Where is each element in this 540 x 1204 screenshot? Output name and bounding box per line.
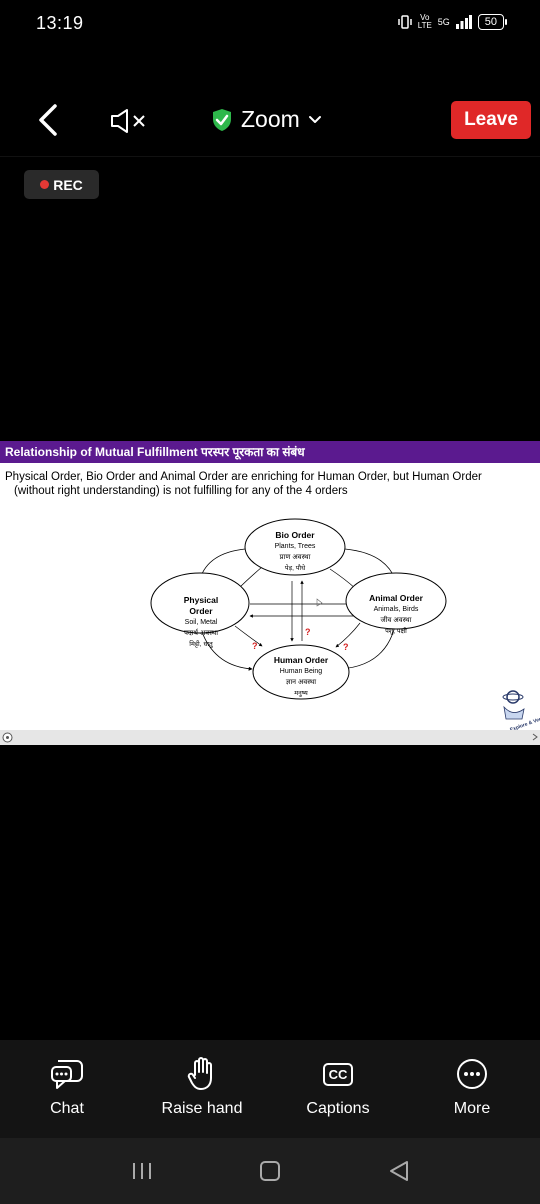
cc-icon: CC — [323, 1062, 353, 1086]
speaker-muted-icon — [111, 109, 145, 133]
home-icon[interactable] — [259, 1160, 281, 1182]
meeting-toolbar: Chat Raise hand CC Captions More — [0, 1040, 540, 1138]
bio-order-line3: पेड़, पौधे — [285, 564, 306, 572]
chat-icon — [51, 1060, 83, 1089]
more-button[interactable]: More — [442, 1040, 502, 1138]
recent-apps-icon[interactable] — [132, 1160, 152, 1182]
speaker-button[interactable] — [110, 108, 148, 139]
animal-order-line3: पशु, पक्षी — [385, 627, 407, 635]
human-order-line2: ज्ञान अवस्था — [286, 679, 316, 686]
physical-order-line3: मिट्टी, धातु — [189, 640, 213, 648]
explore-verify-logo: Explore & Verify — [502, 690, 540, 733]
slide-subtitle-line2: (without right understanding) is not ful… — [14, 485, 348, 497]
chevron-left-icon — [39, 104, 57, 136]
record-dot-icon — [40, 180, 50, 189]
back-button[interactable] — [38, 104, 58, 141]
bio-order-title: Bio Order — [275, 530, 315, 540]
human-order-title: Human Order — [274, 655, 329, 665]
battery-icon: 50 — [477, 14, 508, 30]
question-mark: ? — [305, 627, 311, 637]
signal-icon — [455, 15, 472, 29]
chat-label: Chat — [50, 1100, 84, 1117]
slide-bottom-strip — [0, 730, 540, 745]
human-order-line1: Human Being — [280, 668, 323, 675]
physical-order-title1: Physical — [184, 595, 219, 605]
shield-check-icon — [213, 108, 231, 131]
more-icon — [457, 1059, 487, 1089]
animal-order-line2: जीव अवस्था — [381, 615, 412, 624]
question-mark: ? — [343, 642, 349, 652]
leave-button[interactable]: Leave — [451, 101, 531, 139]
bio-order-line1: Plants, Trees — [275, 543, 316, 550]
vibrate-icon — [397, 15, 412, 29]
shared-screen[interactable]: Relationship of Mutual Fulfillment परस्प… — [0, 441, 540, 745]
more-label: More — [453, 1100, 491, 1117]
rec-label: REC — [53, 176, 83, 193]
system-nav-bar — [0, 1138, 540, 1204]
slide-subtitle-line1: Physical Order, Bio Order and Animal Ord… — [5, 471, 482, 483]
physical-order-line1: Soil, Metal — [185, 619, 218, 626]
orders-diagram: Bio Order Plants, Trees प्राण अवस्था पेड… — [150, 518, 540, 733]
bio-order-line2: प्राण अवस्था — [280, 554, 311, 561]
volte-badge: Vo LTE — [417, 13, 432, 30]
slide-title: Relationship of Mutual Fulfillment परस्प… — [0, 441, 540, 463]
annotate-icon[interactable] — [2, 732, 13, 743]
animal-order-title: Animal Order — [369, 593, 424, 603]
back-nav-icon[interactable] — [388, 1160, 410, 1182]
physical-order-line2: पदार्थ अवस्था — [184, 628, 218, 637]
human-order-line3: मनुष्य — [294, 690, 308, 697]
meeting-title: Zoom — [241, 106, 300, 132]
recording-indicator: REC — [24, 170, 99, 199]
animal-order-line1: Animals, Birds — [374, 606, 419, 613]
status-time: 13:19 — [36, 13, 84, 33]
slide-subtitle: Physical Order, Bio Order and Animal Ord… — [5, 470, 535, 498]
meeting-title-dropdown[interactable]: Zoom — [211, 106, 322, 133]
next-arrow-icon[interactable] — [532, 733, 538, 741]
chat-button[interactable]: Chat — [30, 1040, 104, 1138]
question-mark: ? — [252, 641, 258, 651]
captions-button[interactable]: CC Captions — [296, 1040, 380, 1138]
raise-hand-button[interactable]: Raise hand — [152, 1040, 252, 1138]
physical-order-title2: Order — [189, 606, 213, 616]
status-icons: Vo LTE 5G 50 — [397, 13, 508, 30]
raise-hand-label: Raise hand — [161, 1100, 243, 1117]
chevron-down-icon — [308, 115, 321, 123]
pointer-icon — [316, 598, 323, 607]
network-type: 5G — [437, 17, 450, 27]
divider — [0, 156, 540, 157]
captions-label: Captions — [306, 1100, 370, 1117]
hand-icon — [187, 1057, 212, 1090]
